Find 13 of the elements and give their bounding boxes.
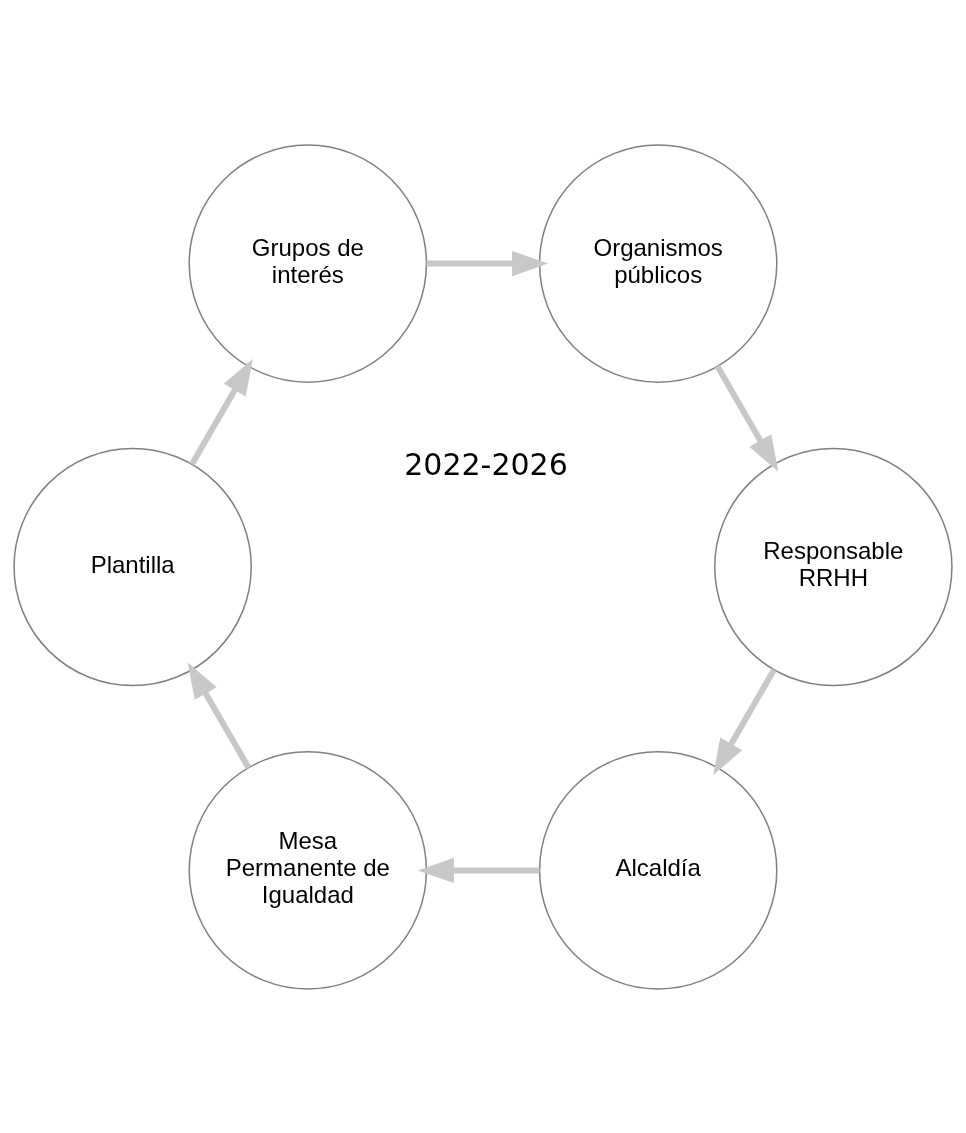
- label: 2022-2026: [404, 446, 568, 482]
- arrow: [426, 250, 549, 276]
- arrow: [187, 661, 252, 769]
- arrow: [713, 667, 777, 775]
- node-circle: Responsable RRHH: [714, 447, 953, 686]
- node-circle: Organismos públicos: [538, 143, 778, 383]
- node-circle: Mesa Permanente de Igualdad: [188, 750, 428, 990]
- node-circle: Grupos de interés: [188, 143, 428, 383]
- arrow: [417, 857, 540, 883]
- arrow: [189, 358, 253, 466]
- node-circle: Plantilla: [13, 447, 252, 686]
- node-circle: Alcaldía: [538, 750, 778, 990]
- arrow: [714, 364, 779, 472]
